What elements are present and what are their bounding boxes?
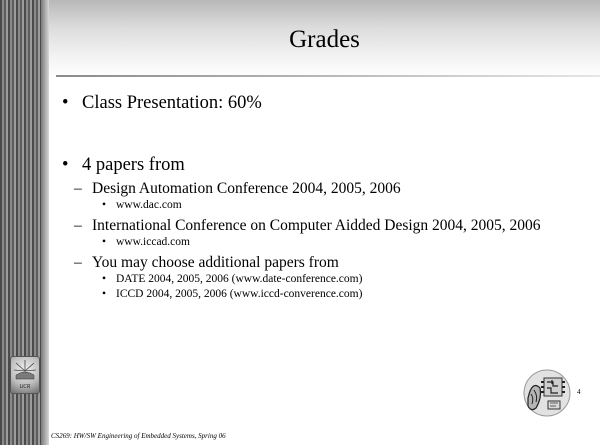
item-iccd: ICCD 2004, 2005, 2006 (www.iccd-converen… [62, 287, 587, 302]
bullet-class-presentation: Class Presentation: 60% [62, 92, 587, 114]
title-divider [56, 75, 600, 77]
sub-item-label: Design Automation Conference 2004, 2005,… [92, 180, 401, 197]
sub-item-additional: – You may choose additional papers from [74, 254, 339, 271]
slide-content: Class Presentation: 60% 4 papers from – … [62, 92, 587, 302]
logo-rays-icon [13, 360, 37, 380]
logo-label: UCR [19, 384, 31, 390]
university-logo-icon: UCR [10, 356, 40, 394]
page-number: 4 [577, 388, 581, 396]
item-date: DATE 2004, 2005, 2006 (www.date-conferen… [62, 272, 587, 287]
footer-course: CS269: HW/SW Engineering of Embedded Sys… [51, 432, 226, 440]
sub-item-dac: – Design Automation Conference 2004, 200… [74, 180, 401, 197]
embedded-systems-clipart-icon [523, 369, 571, 417]
title-background [49, 0, 600, 78]
link-iccad: www.iccad.com [62, 235, 587, 250]
sub-item-label: You may choose additional papers from [92, 254, 339, 271]
link-dac: www.dac.com [62, 198, 587, 213]
sub-item-iccad: – International Conference on Computer A… [74, 217, 541, 234]
bullet-papers: 4 papers from [62, 154, 587, 176]
spacer [62, 114, 587, 154]
sub-item-label: International Conference on Computer Aid… [92, 217, 541, 234]
slide-title: Grades [289, 26, 360, 53]
